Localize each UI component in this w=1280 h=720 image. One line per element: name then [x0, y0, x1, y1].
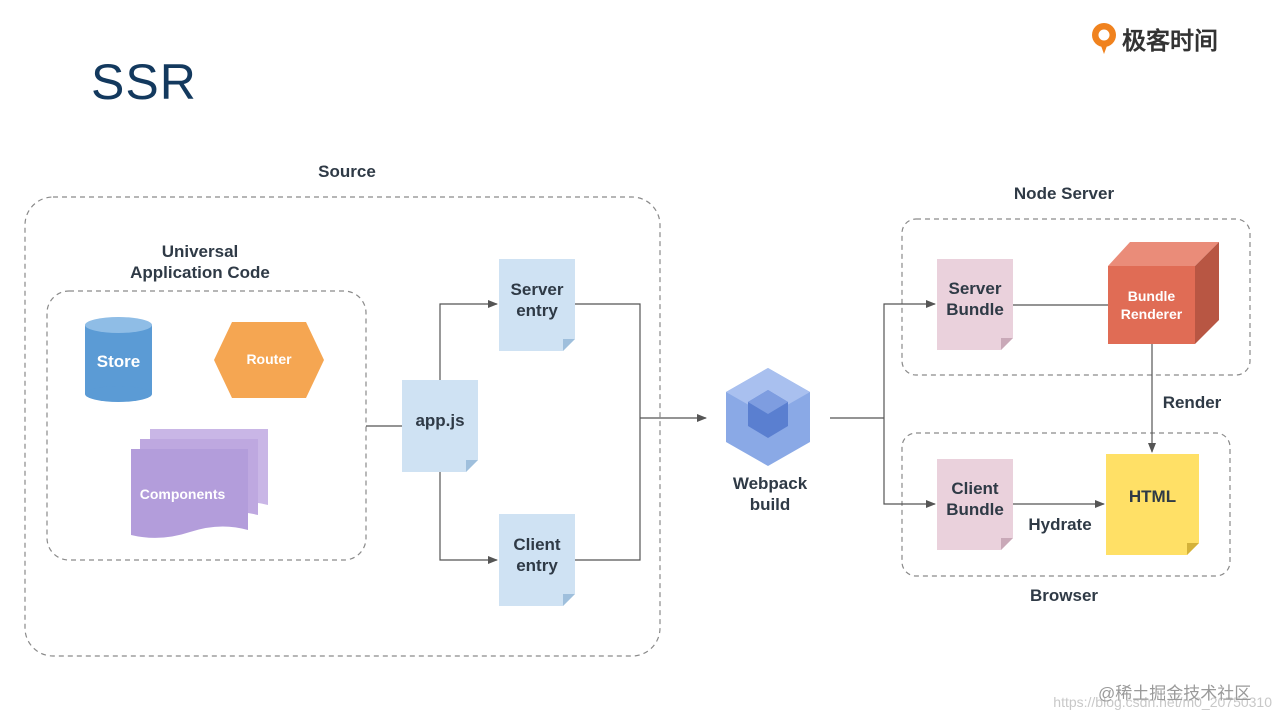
router-label: Router	[246, 351, 292, 367]
appjs-to-server-entry-arrow	[439, 300, 498, 380]
juejin-watermark: @稀土掘金技术社区	[1098, 684, 1252, 703]
client-entry-to-webpack-line	[575, 418, 641, 561]
components-icon	[131, 429, 268, 538]
client-entry-label: Client entry	[513, 535, 561, 575]
client-entry-doc: Client entry	[499, 514, 575, 596]
bundle-renderer-icon	[1108, 242, 1219, 344]
bundle-renderer-box: Bundle Renderer	[1108, 266, 1195, 344]
geektime-logo-icon	[1092, 23, 1116, 54]
page-title: SSR	[91, 54, 197, 110]
appjs-doc: app.js	[402, 380, 478, 460]
node-server-label: Node Server	[1013, 184, 1115, 203]
node-server-container	[901, 218, 1251, 376]
webpack-to-server-bundle-arrow	[883, 300, 936, 418]
server-entry-doc-shape	[499, 259, 575, 351]
server-entry-label: Server entry	[510, 280, 564, 320]
webpack-to-client-bundle-arrow	[883, 418, 936, 508]
universal-container	[46, 290, 367, 561]
client-entry-doc-shape	[499, 514, 575, 606]
bundle-renderer-label: Bundle Renderer	[1120, 288, 1183, 322]
source-label: Source	[318, 162, 376, 181]
server-bundle-label: Server Bundle	[946, 279, 1004, 319]
webpack-icon	[726, 368, 810, 466]
router-icon	[214, 322, 324, 398]
html-note-shape	[1106, 454, 1199, 555]
brand-logo: 极客时间	[1090, 20, 1218, 56]
universal-code-label: Universal Application Code	[130, 242, 270, 282]
server-bundle-doc-shape	[937, 259, 1013, 350]
store-icon	[85, 317, 152, 402]
brand-name: 极客时间	[1122, 27, 1218, 55]
server-bundle-doc: Server Bundle	[937, 259, 1013, 339]
webpack-build-label: Webpack build	[732, 474, 808, 514]
hydrate-label: Hydrate	[1028, 515, 1092, 534]
client-bundle-doc: Client Bundle	[937, 459, 1013, 539]
browser-label: Browser	[1029, 586, 1099, 605]
render-label: Render	[1162, 393, 1222, 412]
server-entry-doc: Server entry	[499, 259, 575, 341]
html-label: HTML	[1128, 487, 1177, 506]
appjs-to-client-entry-arrow	[439, 472, 498, 564]
components-label: Components	[139, 486, 226, 502]
appjs-label: app.js	[415, 410, 465, 430]
csdn-watermark: https://blog.csdn.net/m0_20750310	[1053, 694, 1272, 710]
store-label: Store	[96, 352, 141, 371]
client-bundle-label: Client Bundle	[946, 479, 1004, 519]
client-bundle-doc-shape	[937, 459, 1013, 550]
source-container	[24, 196, 661, 657]
server-entry-to-webpack-line	[575, 303, 641, 418]
appjs-doc-shape	[402, 380, 478, 472]
